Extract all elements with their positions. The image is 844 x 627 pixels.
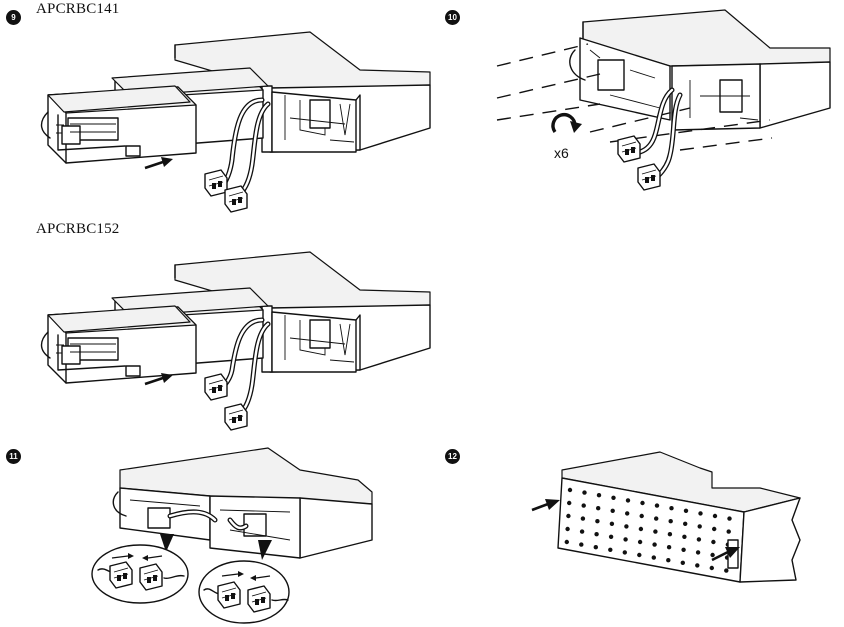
grille-dot: [709, 565, 714, 571]
grille-dot: [710, 552, 715, 558]
grille-dot: [668, 519, 673, 524]
push-arrow-icon: [711, 547, 740, 562]
battery-connector-icon: [617, 135, 641, 163]
step-12-badge: 12: [445, 449, 460, 464]
grille-dot: [625, 511, 630, 516]
step-9-illustration: [40, 31, 431, 213]
battery-connector-icon: [204, 373, 228, 401]
grille-dot: [654, 516, 659, 521]
grille-dot: [727, 516, 732, 521]
step-11-illustration: [91, 447, 373, 624]
grille-dot: [611, 495, 616, 500]
grille-dot: [669, 506, 674, 511]
grille-dot: [609, 521, 615, 526]
step-10-illustration: x6: [496, 9, 831, 191]
model-label-apcrbc141: APCRBC141: [36, 1, 120, 17]
grille-dot: [594, 532, 599, 537]
battery-connector-icon: [204, 169, 228, 197]
grille-dot: [567, 500, 572, 506]
grille-dot: [624, 524, 629, 529]
grille-dot: [681, 547, 686, 552]
grille-dot: [593, 545, 598, 550]
grille-dot: [582, 490, 587, 495]
grille-dot: [637, 552, 642, 558]
grille-dot: [579, 542, 584, 547]
grille-dot: [622, 550, 627, 555]
step-9-badge: 9: [6, 10, 21, 25]
grille-dot: [637, 539, 643, 545]
step-11-badge: 11: [6, 449, 21, 464]
grille-dot: [595, 519, 600, 524]
grille-dot: [567, 487, 573, 493]
grille-dot: [596, 493, 602, 498]
grille-dot: [579, 529, 585, 534]
grille-dot: [683, 521, 688, 526]
grille-dot: [695, 550, 701, 555]
grille-dot: [608, 547, 613, 552]
grille-dot: [680, 560, 685, 565]
grille-dot: [667, 532, 673, 537]
push-arrow-icon: [143, 155, 175, 170]
grille-dot: [712, 526, 717, 532]
bezel-grille: [564, 487, 732, 573]
battery-connector-icon: [637, 163, 661, 191]
rotate-screw-icon: [551, 113, 582, 133]
grille-dot: [651, 555, 656, 560]
grille-dot: [639, 513, 644, 519]
grille-dot: [711, 539, 716, 545]
grille-dot: [580, 516, 586, 521]
grille-dot: [596, 506, 601, 511]
grille-dot: [640, 500, 645, 506]
grille-dot: [565, 526, 570, 532]
battery-connector-icon: [109, 561, 133, 589]
grille-dot: [638, 526, 644, 532]
grille-dot: [625, 498, 631, 503]
screw-count-label: x6: [554, 145, 569, 161]
grille-dot: [564, 539, 569, 545]
battery-connector-icon: [224, 185, 248, 213]
grille-dot: [696, 537, 702, 542]
model-label-apcrbc152: APCRBC152: [36, 221, 120, 237]
grille-dot: [566, 513, 571, 519]
grille-dot: [608, 534, 614, 539]
grille-dot: [610, 508, 615, 513]
grille-dot: [654, 503, 660, 508]
grille-dot: [652, 542, 657, 547]
step-10-badge: 10: [445, 10, 460, 25]
grille-dot: [695, 563, 700, 568]
grille-dot: [724, 568, 729, 573]
grille-dot: [683, 508, 689, 513]
grille-dot: [682, 534, 687, 539]
grille-dot: [666, 558, 671, 563]
grille-dot: [666, 545, 672, 550]
battery-connector-icon: [247, 585, 271, 613]
step-12-illustration: [531, 451, 801, 583]
grille-dot: [726, 529, 731, 534]
battery-connector-icon: [224, 403, 248, 431]
grille-dot: [698, 511, 703, 516]
grille-dot: [712, 513, 718, 519]
push-arrow-icon: [531, 499, 560, 512]
step-9b-illustration: [40, 251, 431, 431]
battery-connector-icon: [217, 581, 241, 609]
grille-dot: [697, 524, 702, 529]
grille-dot: [623, 537, 628, 542]
grille-dot: [581, 503, 586, 508]
grille-dot: [653, 529, 658, 534]
battery-connector-icon: [139, 563, 163, 591]
